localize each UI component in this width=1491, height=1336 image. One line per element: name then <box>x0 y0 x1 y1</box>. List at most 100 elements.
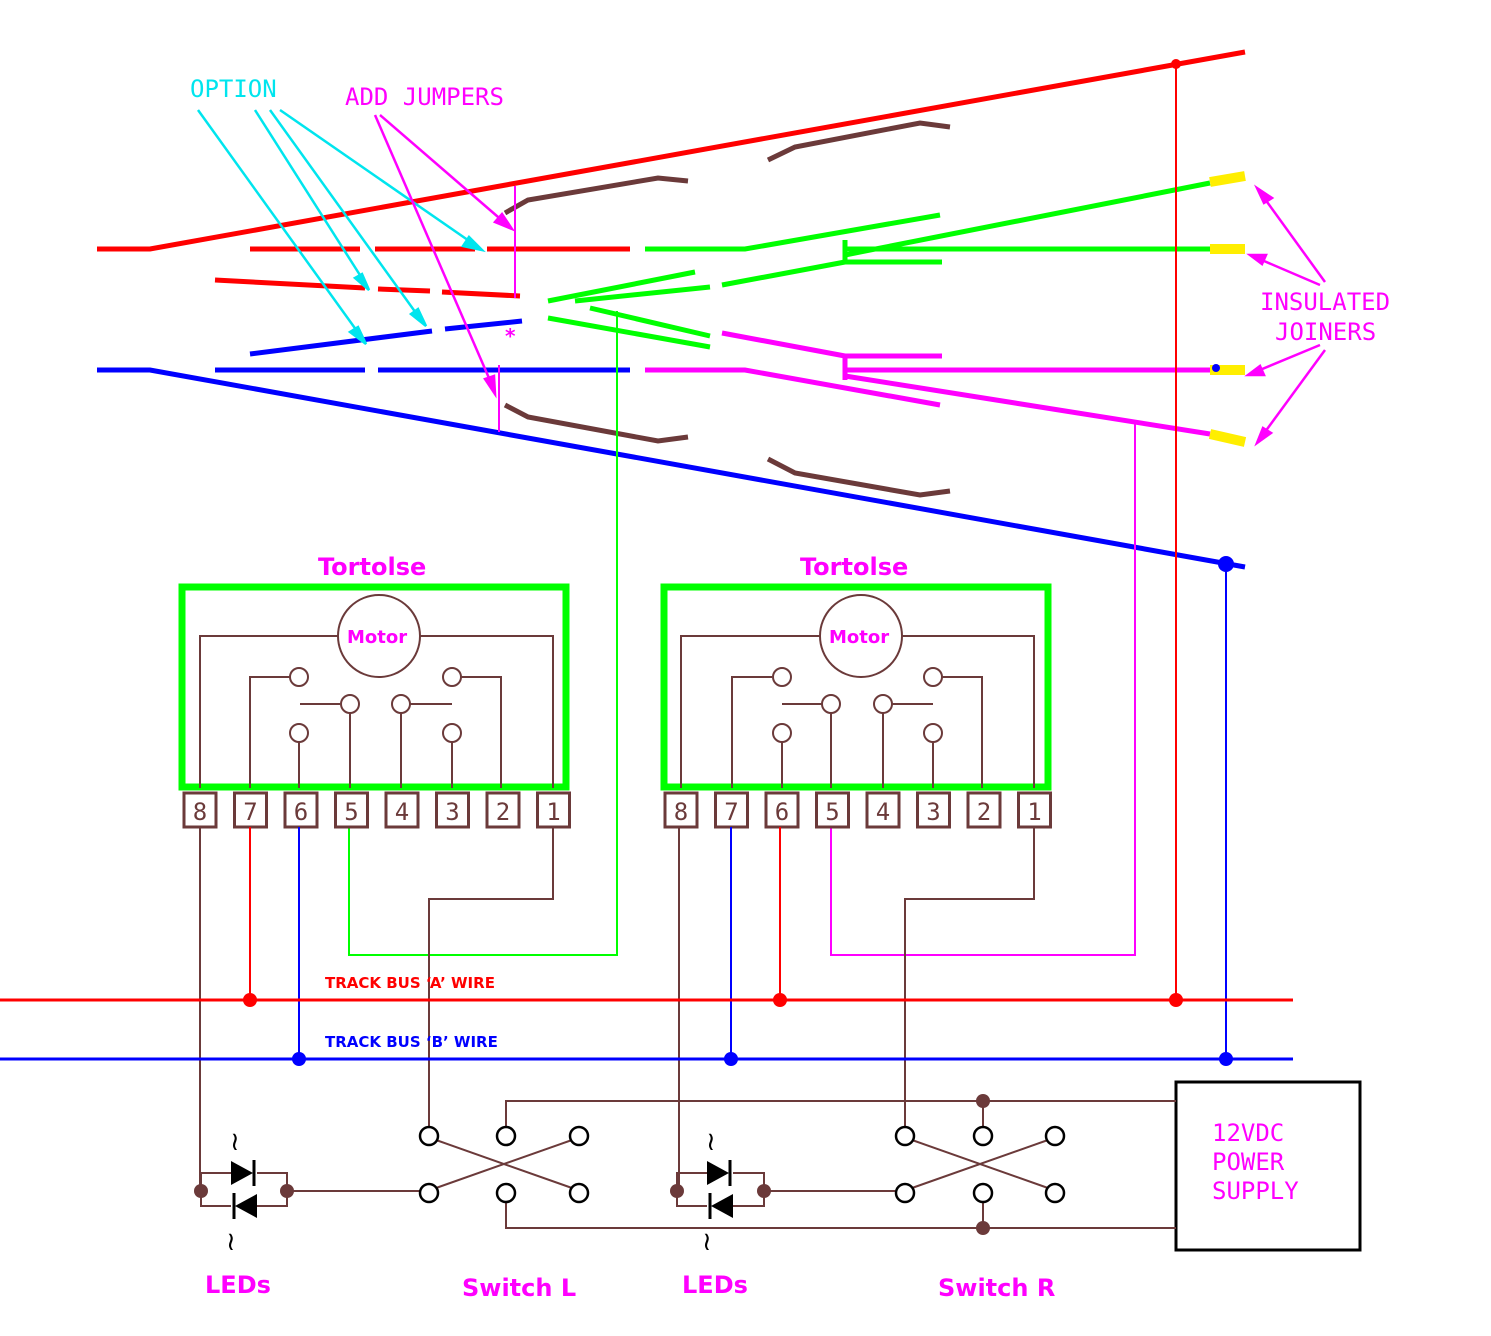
terminal-box <box>435 791 470 829</box>
insulated-joiners-label-2: JOINERS <box>1275 318 1376 346</box>
led-right-emission-icon: ≀ <box>706 1127 716 1157</box>
frog-r-rail-1 <box>645 367 941 408</box>
psu-label-1: 12VDC <box>1212 1119 1284 1147</box>
terminal-number: 1 <box>1027 798 1041 826</box>
feeder-frog-l <box>348 311 618 956</box>
terminal-box <box>663 791 699 829</box>
rail-a-diverge-2 <box>377 286 431 294</box>
terminal-box <box>283 791 319 829</box>
tortoise-wiring <box>199 827 1035 1191</box>
supply-rails <box>505 1100 1176 1229</box>
track-bus-b-label: TRACK BUS ‘B’ WIRE <box>325 1033 498 1051</box>
terminal-number: 8 <box>193 798 207 826</box>
jumpers <box>498 186 516 432</box>
frog-l-rail-7 <box>574 284 711 304</box>
motor-left <box>337 594 421 678</box>
terminal-number: 2 <box>977 798 991 826</box>
insulated-joiners-arrows <box>1244 184 1327 447</box>
insulated-joiners <box>1208 171 1247 447</box>
terminal-box <box>485 791 521 829</box>
terminal-number: 8 <box>674 798 688 826</box>
led-left-emission-icon-2: ≀ <box>226 1227 236 1257</box>
frog-l-rail-1 <box>645 212 941 252</box>
switch-right: Switch R <box>894 1125 1066 1302</box>
tortoise-right: Tortolse Motor 8 7 6 5 4 3 2 1 <box>660 553 1052 829</box>
switch-left-label: Switch L <box>462 1274 576 1302</box>
terminal-number: 6 <box>294 798 308 826</box>
terminal-strip-right: 8 7 6 5 4 3 2 1 <box>663 791 1052 829</box>
frog-r-rail-6 <box>721 330 846 359</box>
insulated-joiners-label-1: INSULATED <box>1260 288 1390 316</box>
tortoise-left-box <box>178 583 570 791</box>
psu-label-3: SUPPLY <box>1212 1177 1299 1205</box>
power-supply-box <box>1174 1080 1362 1252</box>
terminal-number: 5 <box>344 798 358 826</box>
switch-right-label: Switch R <box>938 1274 1055 1302</box>
leds-left-label: LEDs <box>205 1271 271 1299</box>
joiner-1 <box>1209 171 1246 187</box>
terminal-box <box>916 791 951 829</box>
terminal-number: 6 <box>775 798 789 826</box>
terminal-box <box>966 791 1002 829</box>
wire-left-t1 <box>428 827 554 1136</box>
frog-l-rail-8 <box>721 259 846 288</box>
rail-b-outer <box>97 367 1246 570</box>
led-right-upper-icon <box>707 1161 729 1185</box>
joiner-dot <box>1212 364 1220 372</box>
track-bus-a-label: TRACK BUS ‘A’ WIRE <box>325 974 495 992</box>
guard-rail-2 <box>766 120 951 163</box>
terminal-box <box>865 791 901 829</box>
terminal-number: 5 <box>825 798 839 826</box>
motor-left-label: Motor <box>347 627 407 648</box>
guard-rail-1 <box>503 175 689 216</box>
led-right-emission-icon-2: ≀ <box>702 1227 712 1257</box>
terminal-box <box>334 791 369 829</box>
psu-node-bottom <box>976 1221 990 1235</box>
led-left-emission-icon: ≀ <box>230 1127 240 1157</box>
terminal-box <box>1017 791 1052 829</box>
node-rail-a-top <box>1171 59 1181 69</box>
leds-right-label: LEDs <box>682 1271 748 1299</box>
rail-a-outer <box>97 49 1246 252</box>
led-left-lower-icon <box>235 1194 257 1218</box>
motor-right-label: Motor <box>829 627 889 648</box>
bus-junctions <box>243 993 1233 1066</box>
terminal-number: 7 <box>724 798 738 826</box>
terminal-number: 4 <box>395 798 409 826</box>
psu-node-top <box>976 1094 990 1108</box>
option-arrows <box>196 108 486 345</box>
terminal-number: 7 <box>243 798 257 826</box>
terminal-box <box>815 791 850 829</box>
tortoise-right-title: Tortolse <box>800 553 908 581</box>
terminal-number: 3 <box>926 798 940 826</box>
terminal-box <box>714 791 749 829</box>
frog-l-rail-6 <box>547 269 696 304</box>
motor-right <box>819 594 903 678</box>
node-rail-b-end <box>1218 556 1234 572</box>
joiner-4 <box>1208 429 1247 447</box>
add-jumpers-arrows <box>373 114 516 399</box>
terminal-number: 4 <box>876 798 890 826</box>
rail-a-diverge-3 <box>441 289 521 299</box>
feeder-frog-r <box>830 424 1136 956</box>
feeder-wires <box>348 64 1227 1059</box>
terminal-box <box>384 791 420 829</box>
guard-rail-4 <box>766 456 951 498</box>
leds-right: ≀ ≀ LEDs <box>670 1127 895 1299</box>
track-layout <box>97 49 1246 570</box>
leds-left: ≀ ≀ LEDs <box>194 1127 420 1299</box>
frog-l-rail-5 <box>844 180 1211 258</box>
frog-l-rail-9 <box>547 315 711 350</box>
led-right-lower-icon <box>711 1194 733 1218</box>
terminal-number: 2 <box>496 798 510 826</box>
terminal-box <box>764 791 800 829</box>
option-label: OPTION <box>190 75 277 103</box>
rail-b-diverge-2 <box>444 318 523 332</box>
psu-label-2: POWER <box>1212 1148 1285 1176</box>
terminal-number: 1 <box>546 798 560 826</box>
rail-a-diverge-1 <box>214 277 366 291</box>
tortoise-left-title: Tortolse <box>318 553 426 581</box>
guard-rail-3 <box>503 402 689 444</box>
